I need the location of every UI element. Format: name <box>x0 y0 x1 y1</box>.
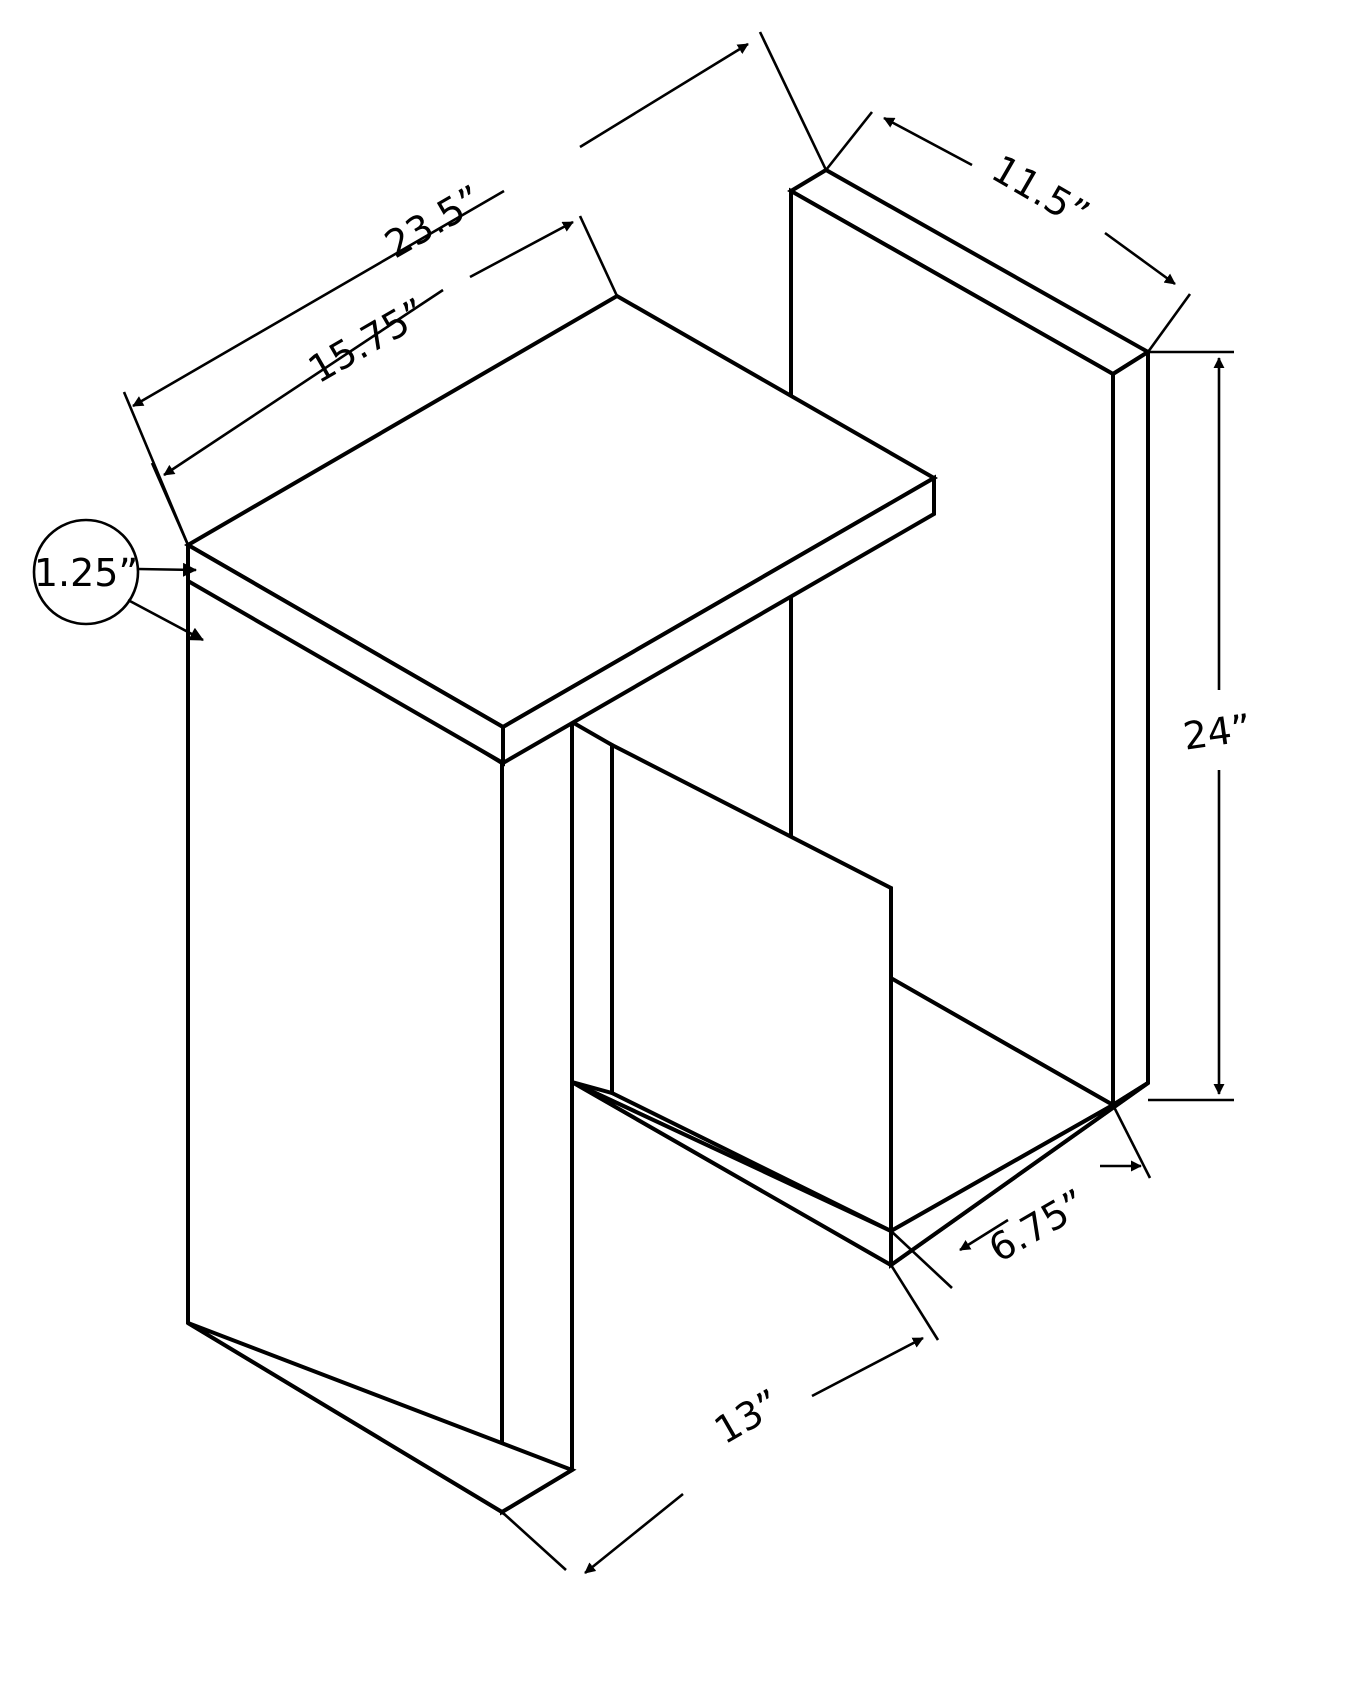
left-leg-panel-side-face <box>500 718 574 1516</box>
dim-label-top-depth: 11.5” <box>984 147 1096 237</box>
ext-line-basewidth-left <box>501 1511 567 1571</box>
dim-line-basewidth-b <box>811 1336 924 1398</box>
middle-leg-front-face <box>570 718 614 1096</box>
dim-line-topwidth-b <box>469 220 574 279</box>
dim-line-width-a <box>132 189 505 408</box>
dim-line-topwidth-a <box>163 288 444 477</box>
ext-line-depth-right <box>1146 293 1192 353</box>
thickness-callout <box>32 518 204 642</box>
dim-label-overall-height: 24” <box>1180 706 1254 759</box>
ext-line-basedepth-left <box>890 1230 953 1289</box>
callout-leader-lower <box>127 598 204 642</box>
table-top <box>184 293 939 767</box>
dim-label-base-depth: 6.75” <box>981 1181 1093 1271</box>
dim-label-top-width: 15.75” <box>301 290 434 392</box>
dimension-lines <box>122 31 1234 1575</box>
dim-label-panel-thickness: 1.25” <box>34 551 138 595</box>
dim-line-basewidth-a <box>584 1492 684 1575</box>
callout-balloon-circle <box>32 518 140 626</box>
dim-line-basedepth-a <box>959 1218 1009 1252</box>
ext-line-topwidth-right <box>578 215 619 297</box>
ext-line-width-right <box>758 31 828 171</box>
ext-line-depth-left <box>824 111 874 171</box>
ext-line-topwidth-left <box>150 462 190 546</box>
ext-line-basewidth-right <box>889 1264 940 1341</box>
dim-line-depth-a <box>883 116 973 167</box>
back-panel-right-face <box>1111 348 1150 1109</box>
dim-label-base-width: 13” <box>707 1381 788 1453</box>
left-leg-panel <box>186 568 577 1516</box>
left-leg-panel-bottom-edge <box>186 1321 577 1515</box>
dim-line-width-b <box>579 42 749 149</box>
dim-label-overall-width: 23.5” <box>377 177 489 267</box>
middle-leg-panel <box>570 718 893 1235</box>
dim-line-depth-b <box>1104 231 1176 286</box>
ext-line-basedepth-right <box>1111 1104 1152 1179</box>
callout-leader-upper <box>137 562 197 577</box>
furniture-geometry <box>184 167 1152 1516</box>
